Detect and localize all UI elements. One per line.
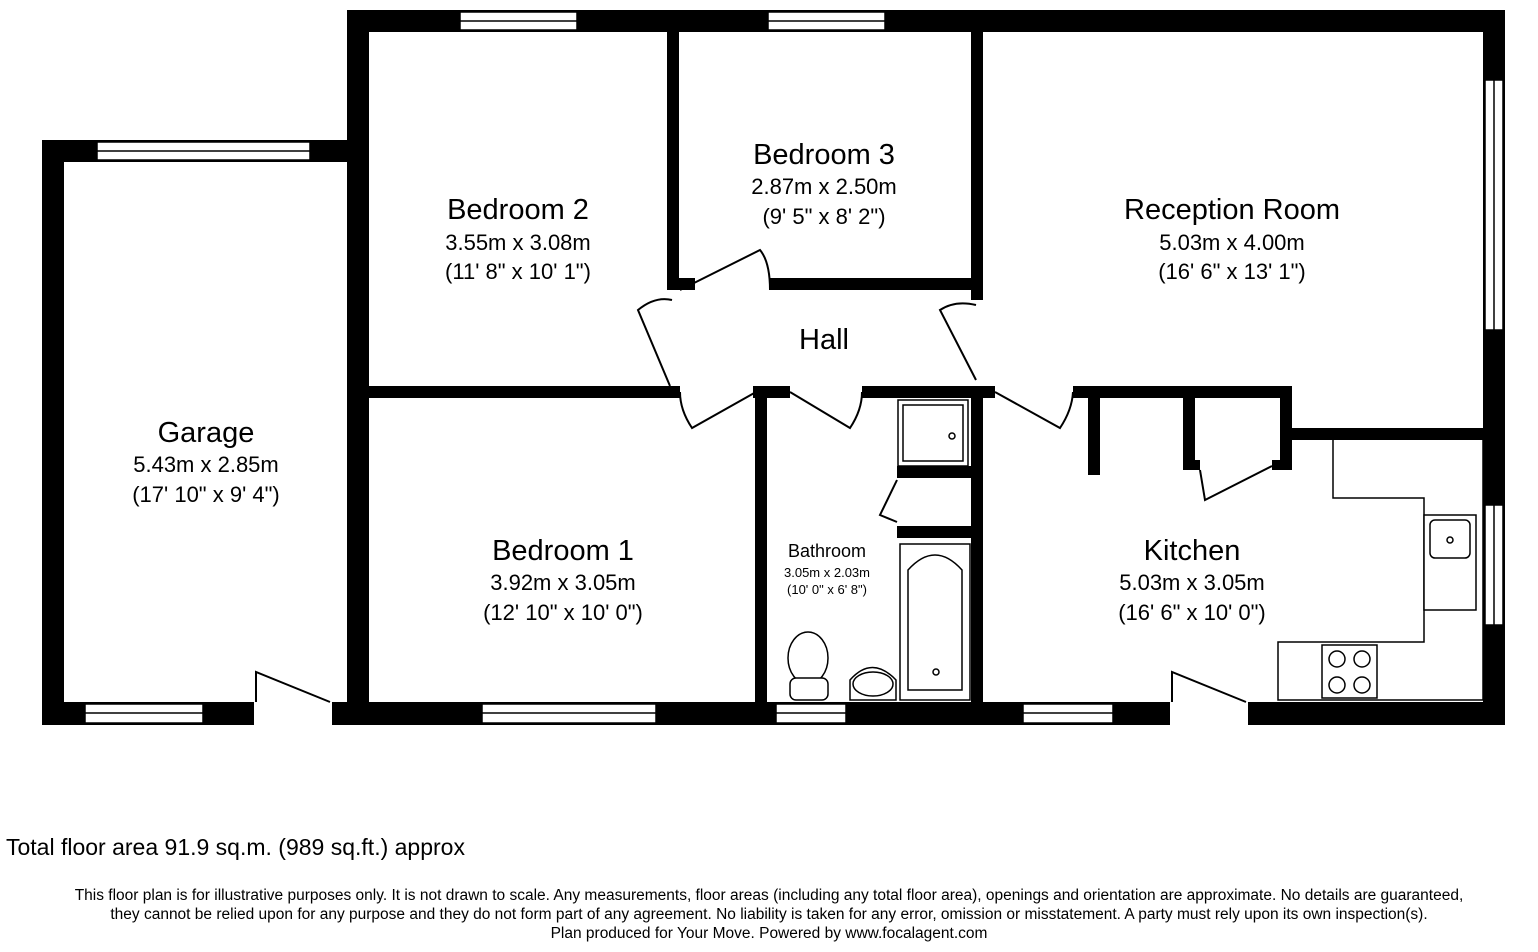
room-imperial: (16' 6" x 10' 0"): [1118, 600, 1266, 625]
room-metric: 3.05m x 2.03m: [784, 565, 870, 580]
room-name: Bedroom 2: [447, 194, 589, 226]
door-openings: [254, 701, 1248, 726]
room-garage: Garage 5.43m x 2.85m (17' 10" x 9' 4"): [132, 417, 280, 507]
room-name: Hall: [799, 324, 849, 356]
room-metric: 5.03m x 3.05m: [1119, 570, 1265, 595]
room-kitchen: Kitchen 5.03m x 3.05m (16' 6" x 10' 0"): [1118, 535, 1266, 625]
disclaimer-line: Plan produced for Your Move. Powered by …: [550, 925, 988, 942]
room-metric: 2.87m x 2.50m: [751, 174, 897, 199]
worktop: [1277, 440, 1484, 701]
room-bedroom2: Bedroom 2 3.55m x 3.08m (11' 8" x 10' 1"…: [445, 194, 591, 284]
room-name: Bedroom 1: [492, 535, 634, 567]
room-imperial: (11' 8" x 10' 1"): [445, 259, 591, 284]
walls: [42, 10, 1505, 725]
room-imperial: (16' 6" x 13' 1"): [1158, 259, 1306, 284]
fixtures: [787, 399, 1484, 701]
room-hall: Hall: [799, 324, 849, 356]
room-imperial: (17' 10" x 9' 4"): [132, 482, 280, 507]
room-imperial: (10' 0" x 6' 8"): [787, 582, 867, 597]
room-bathroom: Bathroom 3.05m x 2.03m (10' 0" x 6' 8"): [784, 541, 870, 597]
room-name: Kitchen: [1144, 535, 1241, 567]
disclaimer-line: they cannot be relied upon for any purpo…: [110, 906, 1428, 923]
room-bedroom1: Bedroom 1 3.92m x 3.05m (12' 10" x 10' 0…: [483, 535, 643, 625]
room-reception: Reception Room 5.03m x 4.00m (16' 6" x 1…: [1124, 194, 1340, 284]
door-swings: [255, 248, 1273, 703]
room-imperial: (12' 10" x 10' 0"): [483, 600, 643, 625]
windows: [84, 11, 1504, 724]
disclaimer: This floor plan is for illustrative purp…: [0, 886, 1538, 943]
disclaimer-line: This floor plan is for illustrative purp…: [74, 887, 1464, 904]
total-floor-area: Total floor area 91.9 sq.m. (989 sq.ft.)…: [6, 834, 465, 860]
room-metric: 5.03m x 4.00m: [1159, 230, 1305, 255]
room-name: Bedroom 3: [753, 139, 895, 171]
room-name: Reception Room: [1124, 194, 1340, 226]
room-bedroom3: Bedroom 3 2.87m x 2.50m (9' 5" x 8' 2"): [751, 139, 897, 229]
room-metric: 3.55m x 3.08m: [445, 230, 591, 255]
room-name: Bathroom: [788, 541, 866, 561]
room-metric: 3.92m x 3.05m: [490, 570, 636, 595]
room-metric: 5.43m x 2.85m: [133, 452, 279, 477]
room-name: Garage: [158, 417, 255, 449]
toilet: [787, 631, 829, 685]
room-imperial: (9' 5" x 8' 2"): [762, 204, 885, 229]
